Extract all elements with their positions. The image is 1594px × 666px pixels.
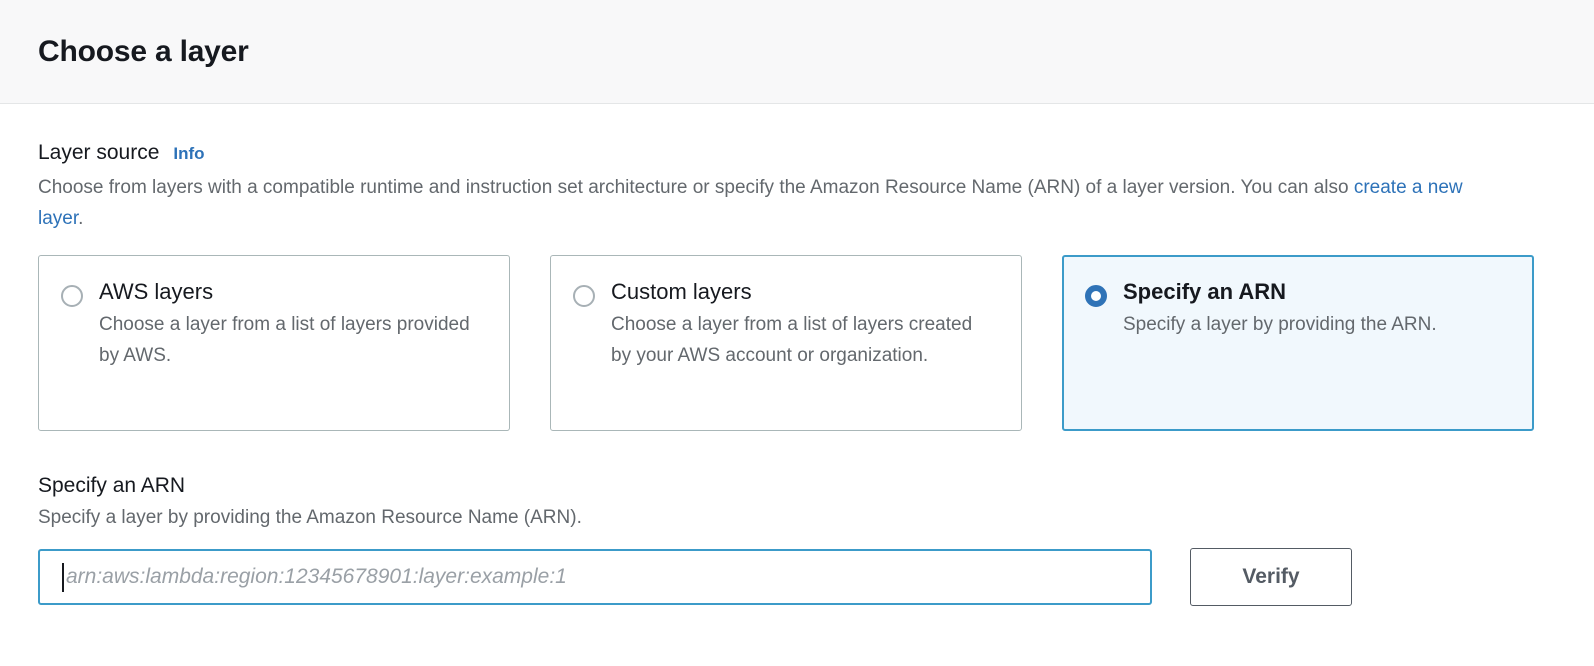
radio-card-specify-an-arn[interactable]: Specify an ARN Specify a layer by provid…	[1062, 254, 1534, 431]
radio-card-specify-an-arn-description: Specify a layer by providing the ARN.	[1123, 314, 1437, 336]
arn-section-heading: Specify an ARN	[38, 473, 186, 497]
radio-card-custom-layers[interactable]: Custom layers Choose a layer from a list…	[550, 254, 1022, 431]
radio-card-custom-layers-description: Choose a layer from a list of layers cre…	[611, 314, 973, 367]
radio-card-specify-an-arn-title: Specify an ARN	[1123, 278, 1287, 304]
layer-source-options: AWS layers Choose a layer from a list of…	[38, 254, 1556, 431]
arn-input-wrapper	[38, 549, 1152, 606]
radio-icon-aws-layers[interactable]	[61, 284, 83, 307]
info-link[interactable]: Info	[173, 144, 205, 163]
radio-card-custom-layers-title: Custom layers	[611, 278, 752, 304]
layer-source-description: Choose from layers with a compatible run…	[38, 173, 1488, 235]
radio-card-custom-layers-text: Custom layers Choose a layer from a list…	[611, 278, 997, 372]
radio-card-aws-layers-text: AWS layers Choose a layer from a list of…	[99, 278, 485, 372]
text-cursor	[62, 563, 64, 593]
verify-button[interactable]: Verify	[1190, 548, 1352, 607]
radio-card-specify-an-arn-text: Specify an ARN Specify a layer by provid…	[1123, 278, 1437, 341]
panel-body: Layer source Info Choose from layers wit…	[0, 104, 1594, 666]
arn-input-row: Verify	[38, 548, 1556, 607]
create-a-new-layer-link[interactable]: create a new layer	[38, 177, 1463, 229]
layer-source-label: Layer source	[38, 141, 160, 164]
panel-header: Choose a layer	[0, 0, 1594, 104]
radio-card-aws-layers-description: Choose a layer from a list of layers pro…	[99, 314, 470, 367]
arn-input[interactable]	[38, 549, 1152, 606]
radio-icon-custom-layers[interactable]	[573, 284, 595, 307]
radio-icon-specify-an-arn-selected[interactable]	[1085, 284, 1107, 307]
arn-section: Specify an ARN Specify a layer by provid…	[38, 473, 1556, 607]
radio-card-aws-layers[interactable]: AWS layers Choose a layer from a list of…	[38, 254, 510, 431]
layer-source-description-tail: .	[78, 207, 84, 229]
layer-source-label-row: Layer source Info	[38, 140, 1556, 165]
page-title: Choose a layer	[38, 35, 249, 68]
radio-card-aws-layers-title: AWS layers	[99, 278, 214, 304]
arn-section-description: Specify a layer by providing the Amazon …	[38, 506, 582, 528]
layer-source-description-text: Choose from layers with a compatible run…	[38, 177, 1354, 199]
